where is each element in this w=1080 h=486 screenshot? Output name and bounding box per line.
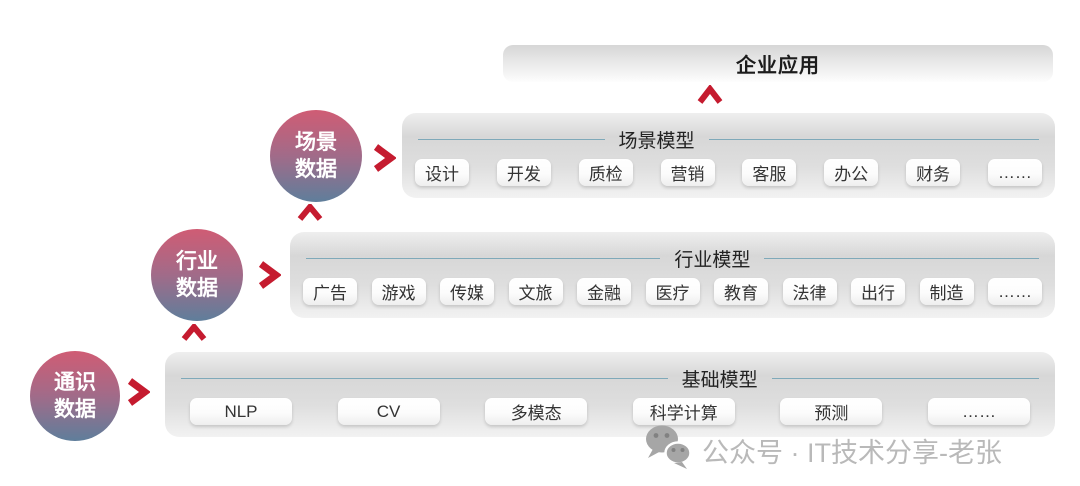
scene-data-label-line2: 数据 <box>295 158 337 181</box>
divider-line <box>418 138 605 140</box>
right-arrow-icon <box>372 143 396 173</box>
scene-data-circle: 场景 数据 <box>270 110 362 202</box>
general-data-label-line1: 通识 <box>54 370 96 394</box>
base-chip-row: NLP CV 多模态 科学计算 预测 …… <box>165 398 1055 425</box>
chip: 医疗 <box>645 278 700 305</box>
chip: 开发 <box>496 159 551 186</box>
chip: 设计 <box>415 159 469 186</box>
industry-chip-row: 广告 游戏 传媒 文旅 金融 医疗 教育 法律 出行 制造 …… <box>290 278 1055 305</box>
chip: 营销 <box>660 159 715 186</box>
chip: CV <box>337 398 440 425</box>
divider-line <box>764 257 1039 259</box>
base-model-panel: 基础模型 NLP CV 多模态 科学计算 预测 …… <box>165 352 1055 437</box>
divider-line <box>708 138 1039 140</box>
up-arrow-icon <box>297 204 323 222</box>
base-model-header: 基础模型 <box>165 367 1055 391</box>
divider-line <box>306 257 661 259</box>
up-arrow-icon <box>181 324 207 342</box>
right-arrow-icon <box>257 260 281 290</box>
watermark: 公众号 · IT技术分享-老张 <box>643 423 1002 478</box>
industry-data-label-line2: 数据 <box>176 277 218 300</box>
chip: 办公 <box>824 159 879 186</box>
industry-model-header: 行业模型 <box>290 247 1055 271</box>
chip: 客服 <box>742 159 797 186</box>
chip: 广告 <box>303 278 357 305</box>
industry-model-title: 行业模型 <box>674 249 751 271</box>
watermark-text: 公众号 · IT技术分享-老张 <box>702 438 1002 468</box>
chip: NLP <box>190 398 292 425</box>
chip: 金融 <box>577 278 631 305</box>
general-data-label-line2: 数据 <box>54 398 96 421</box>
divider-line <box>771 377 1039 379</box>
up-arrow-icon <box>697 85 723 105</box>
chip: 游戏 <box>371 278 426 305</box>
scene-model-panel: 场景模型 设计 开发 质检 营销 客服 办公 财务 …… <box>402 113 1055 198</box>
general-data-circle: 通识 数据 <box>30 351 120 441</box>
wechat-icon <box>643 423 695 478</box>
chip: 多模态 <box>485 398 588 425</box>
chip: 法律 <box>782 278 837 305</box>
scene-model-title: 场景模型 <box>618 130 695 152</box>
chip: 教育 <box>714 278 768 305</box>
chip: 文旅 <box>508 278 563 305</box>
chip: …… <box>988 278 1042 305</box>
chip: 制造 <box>919 278 974 305</box>
industry-model-panel: 行业模型 广告 游戏 传媒 文旅 金融 医疗 教育 法律 出行 制造 …… <box>290 232 1055 318</box>
enterprise-app-bar: 企业应用 <box>503 45 1053 82</box>
enterprise-app-label: 企业应用 <box>736 55 820 77</box>
chip: 质检 <box>578 159 633 186</box>
divider-line <box>181 377 668 379</box>
industry-data-label-line1: 行业 <box>176 249 218 273</box>
scene-chip-row: 设计 开发 质检 营销 客服 办公 财务 …… <box>402 159 1055 186</box>
chip: …… <box>987 159 1042 186</box>
chip: 预测 <box>780 398 883 425</box>
industry-data-circle: 行业 数据 <box>151 229 243 321</box>
right-arrow-icon <box>126 377 150 407</box>
base-model-title: 基础模型 <box>681 369 758 391</box>
chip: 出行 <box>851 278 905 305</box>
scene-data-label-line1: 场景 <box>295 130 337 154</box>
chip: 科学计算 <box>632 398 735 425</box>
chip: 传媒 <box>440 278 494 305</box>
chip: 财务 <box>906 159 961 186</box>
chip: …… <box>927 398 1030 425</box>
scene-model-header: 场景模型 <box>402 128 1055 152</box>
